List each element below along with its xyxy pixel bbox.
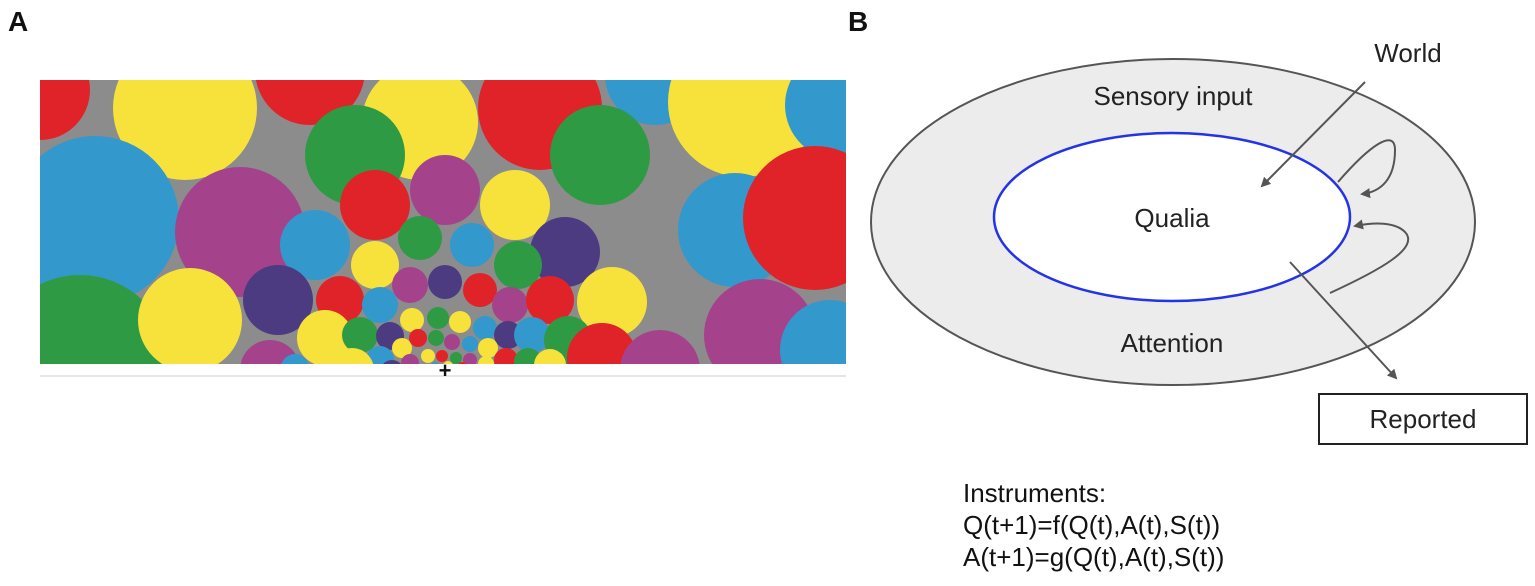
panel-a-letter: A <box>8 6 29 37</box>
stimulus-circle <box>473 316 497 340</box>
stimulus-circle <box>514 317 550 353</box>
stimulus-circle <box>175 167 305 297</box>
stimulus-circle <box>240 340 300 364</box>
stimulus-circle <box>444 334 460 350</box>
stimulus-circle <box>620 330 700 364</box>
equation-a: A(t+1)=g(Q(t),A(t),S(t)) <box>963 542 1225 572</box>
loop-arrow-lower <box>1329 219 1410 294</box>
stimulus-circle <box>398 216 442 260</box>
stimulus-circle <box>567 323 637 364</box>
stimulus-circle <box>743 146 846 290</box>
stimulus-circle <box>40 80 90 140</box>
stimulus-circle <box>366 346 394 364</box>
stimulus-circle <box>243 265 313 335</box>
stimulus-circle <box>668 80 818 177</box>
stimulus-circle <box>421 349 435 363</box>
panel-b-letter: B <box>848 6 869 37</box>
stimulus-circle <box>526 276 574 324</box>
stimulus-circle <box>330 348 374 364</box>
stimulus-circle <box>450 352 462 364</box>
stimulus-circle <box>362 287 398 323</box>
inner-ellipse <box>992 131 1352 303</box>
stimulus-circle <box>478 356 494 364</box>
loop-arrow-upper <box>1337 139 1397 199</box>
stimulus-circle <box>342 317 378 353</box>
stimulus-circle <box>40 136 179 304</box>
stimulus-circle <box>392 267 428 303</box>
stimulus-circle <box>443 361 453 364</box>
stimulus-circle <box>463 353 477 364</box>
stimulus-circle <box>431 362 439 364</box>
stimulus-circles <box>40 80 846 364</box>
world-label: World <box>1374 38 1441 68</box>
reported-label: Reported <box>1370 404 1477 434</box>
stimulus-circle <box>113 80 257 180</box>
stimulus-circle <box>436 350 448 362</box>
stimulus-circle <box>392 338 412 358</box>
stimulus-circle <box>428 330 444 346</box>
reported-arrow <box>1289 261 1398 380</box>
stimulus-circle <box>40 275 170 364</box>
stimulus-circle <box>410 155 480 225</box>
stimulus-circle <box>400 308 424 332</box>
attention-label: Attention <box>1121 328 1224 358</box>
stimulus-circle <box>534 349 566 364</box>
circle-stimulus-image: + <box>40 80 846 380</box>
stimulus-circle <box>494 241 542 289</box>
stimulus-circle <box>138 268 242 364</box>
stimulus-circle <box>428 265 462 299</box>
stimulus-circle <box>550 105 650 205</box>
sensory-input-label: Sensory input <box>1094 81 1254 111</box>
stimulus-circle <box>577 267 647 337</box>
stimulus-circle <box>458 362 466 364</box>
stimulus-circle <box>401 354 419 364</box>
stimulus-circle <box>351 241 399 289</box>
world-arrow <box>1260 81 1366 188</box>
stimulus-circle <box>463 273 497 307</box>
stimulus-circle <box>427 307 449 329</box>
stimulus-circle <box>494 321 522 349</box>
equation-q: Q(t+1)=f(Q(t),A(t),S(t)) <box>963 510 1221 540</box>
stimulus-circle <box>785 80 846 160</box>
stimulus-circle <box>780 300 846 364</box>
stimulus-circle <box>480 170 550 240</box>
qualia-label: Qualia <box>1134 203 1210 233</box>
stimulus-circle <box>281 354 309 364</box>
stimulus-circle <box>462 336 478 352</box>
stimulus-circle <box>530 217 600 287</box>
stimulus-circle <box>494 348 518 364</box>
fixation-cross: + <box>439 358 452 380</box>
stimulus-circle <box>450 223 494 267</box>
stimulus-circle <box>340 170 410 240</box>
reported-box <box>1318 393 1528 445</box>
stimulus-circle <box>280 210 350 280</box>
stimulus-circle <box>492 287 528 323</box>
instruments-heading: Instruments: <box>963 478 1107 508</box>
stimulus-circle <box>383 360 401 364</box>
stimulus-circle <box>449 311 471 333</box>
stimulus-circle <box>297 310 353 364</box>
stimulus-circle <box>107 360 143 364</box>
stimulus-circle <box>409 329 427 347</box>
stimulus-circle <box>478 338 498 358</box>
